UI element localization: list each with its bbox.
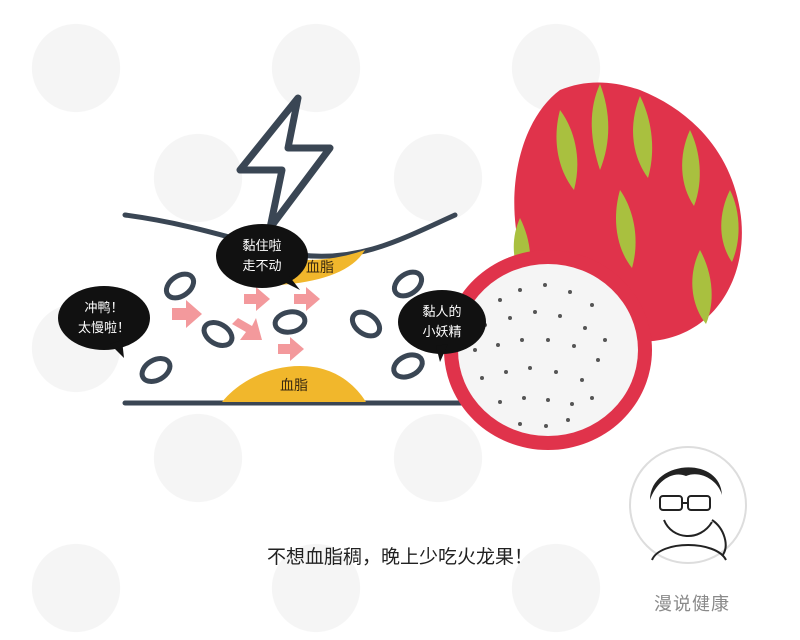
watermark-avatar-icon xyxy=(393,133,483,223)
speech-bubble-right: 黏人的 小妖精 xyxy=(398,290,486,362)
watermark-avatar-icon xyxy=(271,543,361,633)
fat-label-top: 血脂 xyxy=(306,260,334,276)
speech-bubble-stuck: 黏住啦 走不动 xyxy=(216,224,308,290)
avatar-icon xyxy=(629,446,747,564)
caption: 不想血脂稠，晚上少吃火龙果！ xyxy=(266,546,533,568)
watermark-avatar-icon xyxy=(153,133,243,223)
brand-name: 漫说健康 xyxy=(654,594,730,615)
bubble-right-line2: 小妖精 xyxy=(422,325,461,340)
dragon-fruit-half xyxy=(444,250,652,450)
bubble-left-line2: 太慢啦！ xyxy=(78,320,130,336)
blood-cell xyxy=(391,352,425,380)
blood-cell xyxy=(349,309,383,339)
watermark-avatar-icon xyxy=(31,23,121,113)
fat-deposit-bottom xyxy=(222,366,366,402)
bubble-right-line1: 黏人的 xyxy=(422,304,461,320)
bubble-left-line1: 冲鸭！ xyxy=(84,301,123,316)
flow-arrow xyxy=(172,300,202,328)
watermark-avatar-icon xyxy=(31,543,121,633)
watermark-avatar-icon xyxy=(153,413,243,503)
blood-cell xyxy=(201,320,235,348)
speech-bubble-left: 冲鸭！ 太慢啦！ xyxy=(58,286,150,358)
blood-cell xyxy=(163,271,197,301)
watermark-avatar-icon xyxy=(393,413,483,503)
flow-arrow xyxy=(278,337,304,361)
bubble-stuck-line2: 走不动 xyxy=(242,259,281,274)
blood-cell xyxy=(391,269,425,299)
lightning-icon xyxy=(236,94,334,232)
flow-arrow xyxy=(244,287,270,311)
flow-arrow xyxy=(294,287,320,311)
flow-arrow xyxy=(232,318,262,340)
watermark-avatar-icon xyxy=(271,23,361,113)
blood-cell xyxy=(272,309,308,335)
watermark-avatar-icon xyxy=(511,543,601,633)
fat-label-bottom: 血脂 xyxy=(280,378,308,394)
blood-cell xyxy=(139,356,173,384)
bubble-stuck-line1: 黏住啦 xyxy=(242,238,281,254)
